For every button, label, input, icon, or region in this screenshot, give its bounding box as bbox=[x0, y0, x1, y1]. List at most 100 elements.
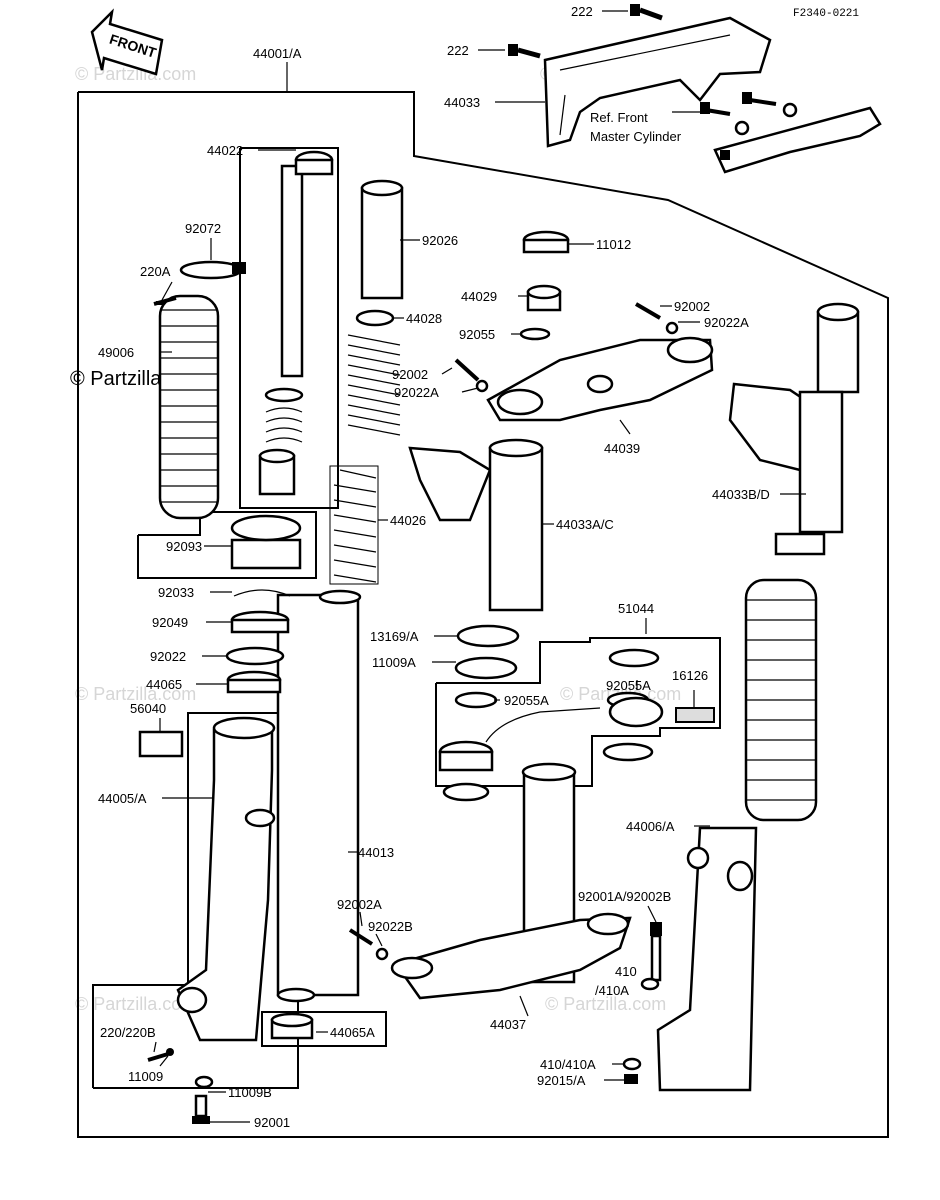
spacer-92026 bbox=[360, 179, 404, 300]
front-arrow-icon: FRONT bbox=[90, 8, 164, 76]
diagram-code: F2340-0221 bbox=[793, 8, 859, 20]
inner-tube-group-frame bbox=[239, 147, 339, 509]
label-44026: 44026 bbox=[390, 513, 426, 528]
screw-220a bbox=[153, 296, 177, 306]
right-fork-leg bbox=[656, 302, 860, 1092]
assembly-frame bbox=[77, 91, 889, 1138]
label-11009a: 11009A bbox=[372, 655, 416, 670]
label-92033: 92033 bbox=[158, 585, 194, 600]
bracket-44033ac bbox=[408, 438, 544, 612]
bushing-frame bbox=[261, 1011, 387, 1047]
stem-44037 bbox=[390, 762, 632, 1000]
label-220-220b: 220/220B bbox=[100, 1025, 156, 1040]
oil-line-51044 bbox=[438, 648, 715, 802]
label-44065: 44065 bbox=[146, 677, 182, 692]
label-44028: 44028 bbox=[406, 311, 442, 326]
label-11009b: 11009B bbox=[228, 1085, 272, 1100]
label-44029: 44029 bbox=[461, 289, 497, 304]
lower-fork-frame bbox=[92, 712, 299, 1089]
label-220a: 220A bbox=[140, 264, 171, 279]
label-44033ac: 44033A/C bbox=[556, 517, 614, 532]
washer-92022a bbox=[475, 379, 489, 393]
label-13169: 13169/A bbox=[370, 629, 419, 644]
label-92002a: 92002A bbox=[337, 897, 382, 912]
screw-220 bbox=[147, 1052, 169, 1062]
ring-92022 bbox=[225, 646, 285, 666]
bushing-44065 bbox=[226, 670, 282, 694]
label-92022: 92022 bbox=[150, 649, 186, 664]
bolt-92002a bbox=[348, 928, 374, 946]
watermark: © Partzilla.com bbox=[545, 994, 666, 1014]
top-bracket-44039 bbox=[486, 336, 714, 422]
label-92002-right: 92002 bbox=[674, 299, 710, 314]
label-92055a-right: 92055A bbox=[606, 678, 651, 693]
label-410-410a: 410/410A bbox=[540, 1057, 596, 1072]
label-56040: 56040 bbox=[130, 701, 166, 716]
label-44006: 44006/A bbox=[626, 819, 675, 834]
label-11012: 11012 bbox=[596, 237, 631, 252]
label-92001a-92002b: 92001A/92002B bbox=[578, 889, 671, 904]
watermark: © Partzilla.com bbox=[75, 64, 196, 84]
label-44033bd: 44033B/D bbox=[712, 487, 770, 502]
label-92055a-left: 92055A bbox=[504, 693, 549, 708]
label-92002: 92002 bbox=[392, 367, 428, 382]
label-92055: 92055 bbox=[459, 327, 495, 342]
washer-92055 bbox=[519, 327, 551, 341]
circlip-92033 bbox=[233, 589, 291, 597]
watermark: © Partzilla.com bbox=[75, 684, 196, 704]
washer-410b bbox=[622, 1057, 642, 1071]
watermark: © Partzilla.com bbox=[75, 994, 196, 1014]
label-92001: 92001 bbox=[254, 1115, 290, 1130]
washer-92022b bbox=[375, 947, 389, 961]
washer-11009b bbox=[194, 1075, 214, 1089]
bolt-222-left bbox=[508, 44, 541, 59]
label-51044: 51044 bbox=[618, 601, 654, 616]
label-44037: 44037 bbox=[490, 1017, 526, 1032]
label-49006: 49006 bbox=[98, 345, 134, 360]
label-plate-56040 bbox=[138, 730, 184, 758]
oil-line-frame bbox=[435, 637, 721, 787]
nut-92015 bbox=[624, 1074, 638, 1084]
boot-49006 bbox=[156, 260, 246, 520]
label-410a: /410A bbox=[595, 983, 629, 998]
label-16126: 16126 bbox=[672, 668, 708, 683]
washer-11009a bbox=[454, 656, 518, 680]
bolt-92001 bbox=[192, 1094, 210, 1124]
label-44005: 44005/A bbox=[98, 791, 147, 806]
cap-11012 bbox=[522, 230, 570, 254]
label-44013: 44013 bbox=[358, 845, 394, 860]
label-410: 410 bbox=[615, 964, 637, 979]
label-44022: 44022 bbox=[207, 143, 243, 158]
seal-13169 bbox=[456, 624, 520, 648]
bushing-44065a bbox=[270, 1012, 314, 1040]
washer-11009 bbox=[166, 1048, 174, 1056]
outer-tube-44005 bbox=[176, 716, 276, 1042]
bolt-222-top bbox=[630, 4, 663, 21]
label-222-left: 222 bbox=[447, 43, 469, 58]
label-92022a: 92022A bbox=[394, 385, 439, 400]
leader-lines bbox=[153, 10, 806, 1123]
inner-tube-44022 bbox=[258, 150, 334, 496]
washer-92049 bbox=[230, 610, 290, 634]
damper-rod-44013 bbox=[276, 589, 362, 1003]
bolt-92002 bbox=[454, 358, 480, 382]
part-labels: 222 222 44033 Ref. Front Master Cylinder… bbox=[98, 4, 770, 1130]
label-44065a: 44065A bbox=[330, 1025, 375, 1040]
spring-44026 bbox=[329, 334, 401, 585]
label-92026: 92026 bbox=[422, 233, 458, 248]
bolt-92002-right bbox=[634, 302, 662, 320]
label-92022a-right: 92022A bbox=[704, 315, 749, 330]
note-master-cylinder: Master Cylinder bbox=[590, 129, 682, 144]
label-92015: 92015/A bbox=[537, 1073, 586, 1088]
label-11009: 11009 bbox=[128, 1069, 163, 1084]
label-92022b: 92022B bbox=[368, 919, 413, 934]
label-44039: 44039 bbox=[604, 441, 640, 456]
label-44033: 44033 bbox=[444, 95, 480, 110]
label-92049: 92049 bbox=[152, 615, 188, 630]
nut-44029 bbox=[526, 284, 562, 312]
note-ref-front: Ref. Front bbox=[590, 110, 648, 125]
master-cylinder-bracket bbox=[700, 92, 882, 174]
washer-92022a-right bbox=[665, 321, 679, 335]
label-92072: 92072 bbox=[185, 221, 221, 236]
